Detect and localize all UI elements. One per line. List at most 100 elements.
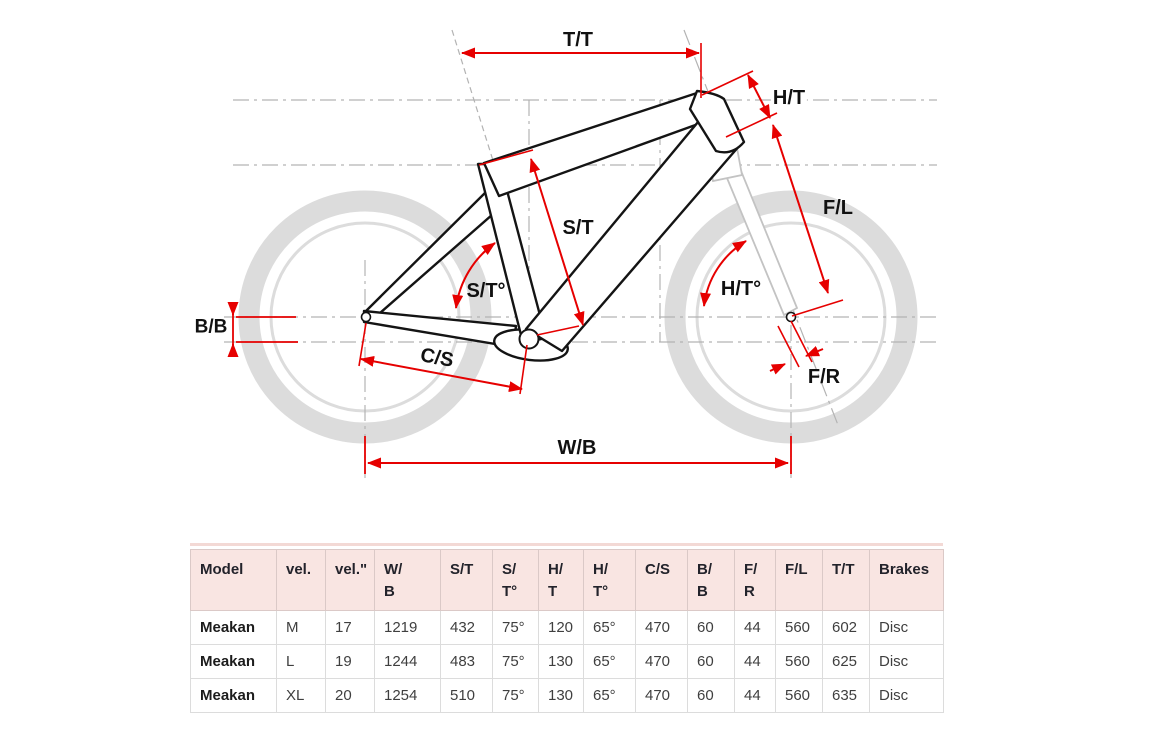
label-chainstay: C/S: [418, 344, 456, 372]
geometry-table: Model vel. vel." W/ B S/T S/ T° H/ T H/ …: [190, 549, 944, 713]
cell-st-angle: 75°: [492, 609, 539, 645]
cell-wb: 1244: [374, 643, 441, 679]
table-row-size-l: Meakan L 19 1244 483 75° 130 65° 470 60 …: [190, 643, 944, 679]
cell-vel-inch: 20: [325, 677, 375, 713]
table-top-accent: [190, 543, 943, 546]
cell-ht-angle: 65°: [583, 643, 636, 679]
cell-st: 432: [440, 609, 493, 645]
fl-line: [771, 124, 830, 294]
dim-seat-angle-arc: [452, 242, 496, 309]
cell-brakes: Disc: [869, 677, 944, 713]
label-fork-rake: F/R: [807, 366, 841, 388]
header-cell-ht-angle: H/ T°: [583, 549, 636, 611]
label-seat-angle: S/T°: [466, 280, 506, 302]
cell-st-angle: 75°: [492, 677, 539, 713]
geometry-drawing: [224, 29, 940, 478]
st-line: [529, 158, 585, 326]
geometry-table-section: Model vel. vel." W/ B S/T S/ T° H/ T H/ …: [190, 543, 944, 713]
dim-fork-rake: [769, 320, 824, 375]
cell-vel-inch: 17: [325, 609, 375, 645]
label-head-tube: H/T: [770, 87, 808, 109]
dim-head-angle-arc: [700, 240, 747, 307]
label-wheelbase: W/B: [557, 437, 597, 459]
cs-line: [360, 355, 523, 393]
bottom-bracket: [518, 328, 540, 350]
cell-fr: 44: [734, 677, 776, 713]
cell-fl: 560: [775, 643, 823, 679]
header-cell-fl: F/L: [775, 549, 823, 611]
header-cell-vel: vel.: [276, 549, 326, 611]
header-cell-model: Model: [190, 549, 277, 611]
header-cell-bb: B/ B: [687, 549, 735, 611]
cell-model: Meakan: [190, 643, 277, 679]
label-seat-tube: S/T: [562, 217, 594, 239]
guide-lines: [224, 29, 940, 478]
bike-geometry-diagram: T/T H/T F/L S/T S/T° H/T° B/B C/S F/R W/…: [194, 29, 940, 478]
st-tick-top: [478, 149, 534, 166]
cell-cs: 470: [635, 677, 688, 713]
cell-ht: 130: [538, 643, 584, 679]
dim-fork-length: [771, 124, 844, 317]
header-cell-cs: C/S: [635, 549, 688, 611]
cell-st: 510: [440, 677, 493, 713]
cell-fr: 44: [734, 609, 776, 645]
cell-vel-inch: 19: [325, 643, 375, 679]
header-cell-wb: W/ B: [374, 549, 441, 611]
guide-seat-axis: [451, 29, 497, 171]
fr-arrow-right: [805, 345, 824, 357]
cell-st: 483: [440, 643, 493, 679]
header-cell-st: S/T: [440, 549, 493, 611]
cell-fl: 560: [775, 677, 823, 713]
cell-cs: 470: [635, 643, 688, 679]
ht-tick-top: [701, 70, 754, 96]
dim-head-tube: [701, 70, 778, 138]
table-row-size-m: Meakan M 17 1219 432 75° 120 65° 470 60 …: [190, 609, 944, 645]
cell-model: Meakan: [190, 677, 277, 713]
cell-wb: 1254: [374, 677, 441, 713]
header-cell-fr: F/ R: [734, 549, 776, 611]
front-axle: [785, 311, 797, 323]
table-row-size-xl: Meakan XL 20 1254 510 75° 130 65° 470 60…: [190, 677, 944, 713]
dim-top-tube: [461, 43, 702, 98]
cell-brakes: Disc: [869, 609, 944, 645]
cell-model: Meakan: [190, 609, 277, 645]
head-tube: [688, 89, 746, 154]
cell-tt: 602: [822, 609, 870, 645]
cell-fr: 44: [734, 643, 776, 679]
cell-cs: 470: [635, 609, 688, 645]
dim-seat-tube: [478, 149, 585, 336]
cell-vel: L: [276, 643, 326, 679]
header-row: Model vel. vel." W/ B S/T S/ T° H/ T H/ …: [190, 549, 944, 611]
cell-vel: XL: [276, 677, 326, 713]
label-head-angle: H/T°: [720, 278, 762, 300]
label-fork-length: F/L: [823, 197, 853, 219]
cell-ht-angle: 65°: [583, 677, 636, 713]
cell-tt: 635: [822, 677, 870, 713]
cell-ht-angle: 65°: [583, 609, 636, 645]
header-cell-brakes: Brakes: [869, 549, 944, 611]
cell-bb: 60: [687, 609, 735, 645]
cell-bb: 60: [687, 643, 735, 679]
cell-st-angle: 75°: [492, 643, 539, 679]
cell-ht: 120: [538, 609, 584, 645]
header-cell-tt: T/T: [822, 549, 870, 611]
header-cell-vel-inch: vel.": [325, 549, 375, 611]
label-top-tube: T/T: [563, 29, 593, 51]
cell-tt: 625: [822, 643, 870, 679]
st-leader: [536, 325, 580, 336]
dim-bb-drop: [227, 302, 298, 357]
rear-dropout: [360, 311, 372, 323]
dimension-lines: [227, 43, 844, 474]
ht-line: [747, 74, 771, 119]
cell-brakes: Disc: [869, 643, 944, 679]
dim-wheelbase: [364, 436, 792, 474]
cell-bb: 60: [687, 677, 735, 713]
cell-fl: 560: [775, 609, 823, 645]
header-cell-ht: H/ T: [538, 549, 584, 611]
header-cell-st-angle: S/ T°: [492, 549, 539, 611]
cell-vel: M: [276, 609, 326, 645]
label-bb-drop: B/B: [194, 316, 228, 338]
dim-chainstay: [358, 322, 528, 395]
cell-ht: 130: [538, 677, 584, 713]
cell-wb: 1219: [374, 609, 441, 645]
